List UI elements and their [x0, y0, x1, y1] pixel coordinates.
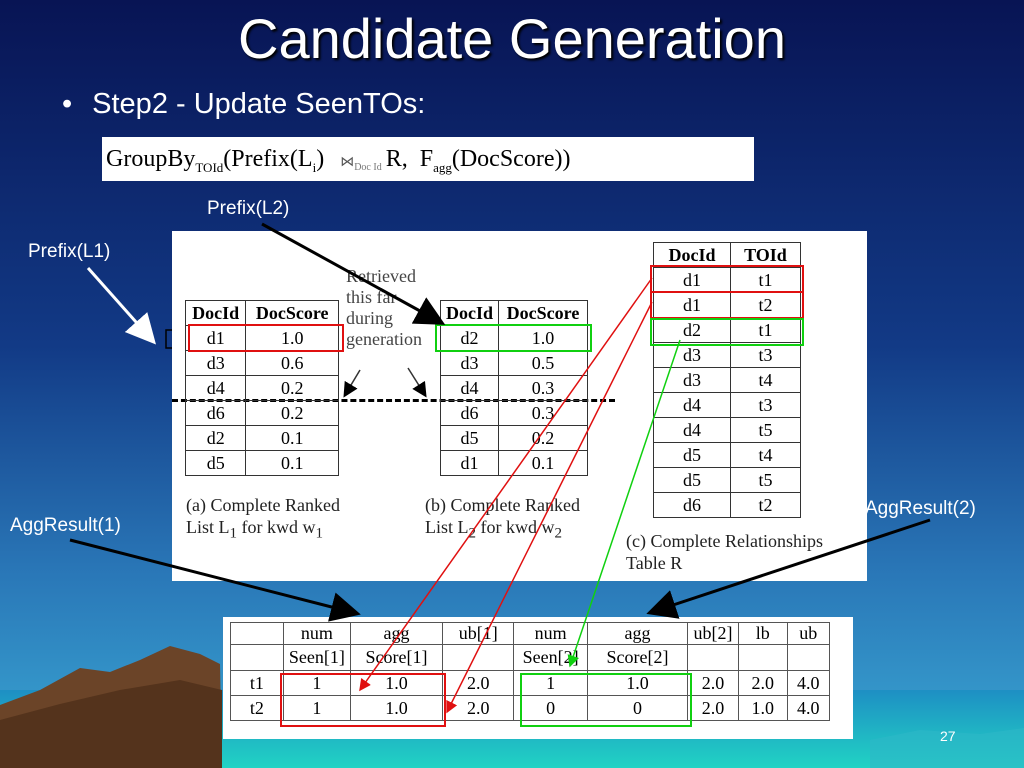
column-header: DocScore — [498, 300, 588, 326]
link-red-t2 — [446, 301, 653, 714]
label-agg-result-2: AggResult(2) — [865, 498, 976, 519]
highlight-l2-prefix — [435, 324, 592, 352]
link-red-t1 — [359, 277, 653, 692]
label-agg-result-1: AggResult(1) — [10, 515, 121, 536]
caption-l2: (b) Complete Ranked List L2 for kwd w2 — [425, 495, 580, 542]
highlight-r-d2-t1 — [650, 318, 804, 346]
table-agg-result: num agg ub[1] num agg ub[2] lb ub Seen[1… — [230, 622, 830, 721]
arrow-agg-result-2 — [646, 518, 931, 619]
label-prefix-l2: Prefix(L2) — [207, 198, 290, 219]
bullet-text: Step2 - Update SeenTOs: — [92, 88, 426, 120]
column-header: DocId — [653, 242, 731, 268]
arrow-prefix-l2 — [261, 222, 446, 325]
bullet-step2: • Step2 - Update SeenTOs: — [62, 88, 425, 121]
arrow-annotation-right — [407, 367, 427, 398]
bullet-dot-icon: • — [62, 88, 73, 120]
caption-l1: (a) Complete Ranked List L1 for kwd w1 — [186, 495, 340, 542]
slide-title: Candidate Generation — [238, 7, 786, 70]
column-header: DocId — [184, 300, 247, 326]
highlight-agg-score-1 — [280, 673, 446, 727]
arrow-prefix-l1 — [86, 267, 156, 345]
caption-r: (c) Complete Relationships Table R — [626, 531, 823, 573]
label-prefix-l1: Prefix(L1) — [28, 241, 111, 262]
retrieved-cutoff-line — [172, 399, 615, 402]
page-number: 27 — [940, 728, 956, 744]
bracket-l1 — [165, 329, 172, 349]
column-header: DocScore — [245, 300, 339, 326]
join-icon: ⋈Doc Id — [340, 155, 382, 173]
link-green-t1 — [567, 339, 681, 668]
highlight-agg-score-2 — [520, 673, 692, 727]
arrow-annotation-left — [343, 369, 361, 398]
arrow-agg-result-1 — [69, 538, 361, 622]
highlight-l1-prefix — [188, 324, 344, 352]
